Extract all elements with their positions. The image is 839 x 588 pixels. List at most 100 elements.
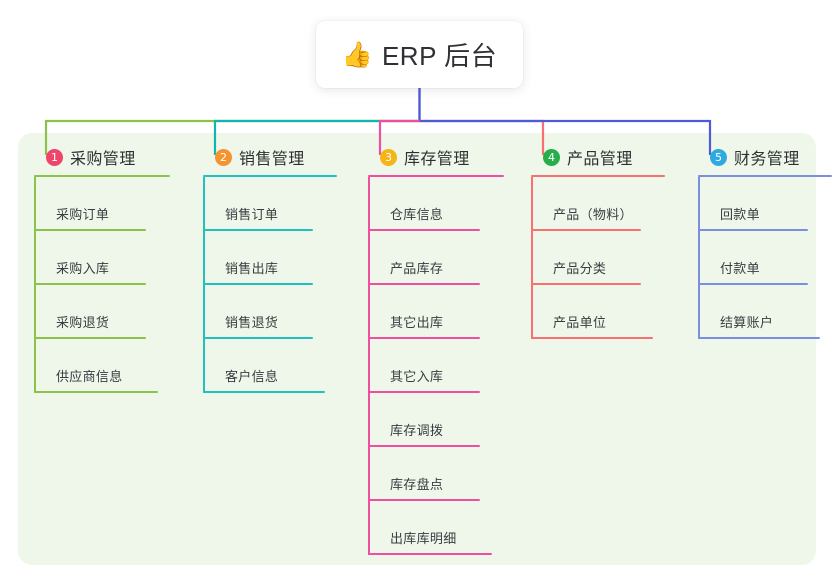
branch-number-badge: 1 bbox=[46, 148, 63, 166]
branch-item-rule bbox=[698, 229, 808, 231]
branch-item[interactable]: 产品库存 bbox=[368, 231, 516, 285]
branch-item-rule bbox=[34, 337, 146, 339]
branch-item-rule bbox=[368, 283, 480, 285]
branch-item-label: 库存盘点 bbox=[390, 477, 444, 492]
branch-item[interactable]: 付款单 bbox=[698, 231, 839, 285]
branch-header-4[interactable]: 4 产品管理 bbox=[531, 146, 679, 168]
branch-item[interactable]: 回款单 bbox=[698, 177, 839, 231]
branch-item-label: 仓库信息 bbox=[390, 207, 444, 222]
branch-item-label: 出库库明细 bbox=[390, 531, 457, 546]
branch-title: 库存管理 bbox=[404, 151, 470, 168]
branch-item[interactable]: 客户信息 bbox=[203, 339, 351, 393]
branch-item[interactable]: 销售订单 bbox=[203, 177, 351, 231]
root-node-erp-backend[interactable]: 👍 ERP 后台 bbox=[316, 21, 523, 88]
branch-item[interactable]: 采购入库 bbox=[34, 231, 182, 285]
branch-item-rule bbox=[531, 229, 641, 231]
branch-header-1[interactable]: 1 采购管理 bbox=[34, 146, 182, 168]
branch-item-rule bbox=[34, 391, 158, 393]
branch-item[interactable]: 其它出库 bbox=[368, 285, 516, 339]
branch-header-rule bbox=[368, 175, 504, 177]
branch-item-rule bbox=[203, 283, 313, 285]
branch-item-rule bbox=[34, 229, 146, 231]
branch-item-label: 客户信息 bbox=[225, 369, 279, 384]
branch-number-badge: 2 bbox=[215, 148, 232, 166]
branch-item-rule bbox=[368, 337, 480, 339]
branch-title: 产品管理 bbox=[567, 151, 633, 168]
branch-item-rule bbox=[368, 553, 492, 555]
branch-header-rule bbox=[203, 175, 337, 177]
branch-column-2: 2 销售管理销售订单销售出库销售退货客户信息 bbox=[203, 146, 351, 393]
branch-item-rule bbox=[203, 337, 313, 339]
branch-item[interactable]: 出库库明细 bbox=[368, 501, 516, 555]
branch-item-rule bbox=[531, 337, 653, 339]
branch-header-rule bbox=[531, 175, 665, 177]
branch-item[interactable]: 结算账户 bbox=[698, 285, 839, 339]
branch-item-rule bbox=[698, 337, 820, 339]
branch-item-label: 产品库存 bbox=[390, 261, 444, 276]
branch-item[interactable]: 库存盘点 bbox=[368, 447, 516, 501]
branch-number-badge: 3 bbox=[380, 148, 397, 166]
branch-item-label: 库存调拨 bbox=[390, 423, 444, 438]
branch-item[interactable]: 采购退货 bbox=[34, 285, 182, 339]
branch-column-1: 1 采购管理采购订单采购入库采购退货供应商信息 bbox=[34, 146, 182, 393]
branch-item-list: 仓库信息产品库存其它出库其它入库库存调拨库存盘点出库库明细 bbox=[368, 177, 516, 555]
branch-item-label: 采购订单 bbox=[56, 207, 110, 222]
branch-item-rule bbox=[368, 499, 480, 501]
branch-item[interactable]: 其它入库 bbox=[368, 339, 516, 393]
branch-item-label: 供应商信息 bbox=[56, 369, 123, 384]
branch-spine bbox=[698, 177, 700, 339]
branch-item-label: 销售退货 bbox=[225, 315, 279, 330]
branch-item-label: 产品（物料） bbox=[553, 207, 633, 222]
branch-column-3: 3 库存管理仓库信息产品库存其它出库其它入库库存调拨库存盘点出库库明细 bbox=[368, 146, 516, 555]
branch-item-rule bbox=[203, 229, 313, 231]
branch-number-badge: 4 bbox=[543, 148, 560, 166]
diagram-background-panel bbox=[18, 133, 816, 565]
branch-column-4: 4 产品管理产品（物料） 产品分类产品单位 bbox=[531, 146, 679, 339]
branch-item[interactable]: 产品（物料） bbox=[531, 177, 679, 231]
branch-item-label: 其它出库 bbox=[390, 315, 444, 330]
branch-item-rule bbox=[531, 283, 641, 285]
branch-item-rule bbox=[34, 283, 146, 285]
branch-header-2[interactable]: 2 销售管理 bbox=[203, 146, 351, 168]
branch-item-rule bbox=[368, 391, 480, 393]
branch-spine bbox=[203, 177, 205, 393]
branch-header-3[interactable]: 3 库存管理 bbox=[368, 146, 516, 168]
branch-item-rule bbox=[698, 283, 808, 285]
branch-item-label: 销售出库 bbox=[225, 261, 279, 276]
branch-item-label: 其它入库 bbox=[390, 369, 444, 384]
branch-item[interactable]: 销售退货 bbox=[203, 285, 351, 339]
branch-number-badge: 5 bbox=[710, 148, 727, 166]
branch-item-label: 产品单位 bbox=[553, 315, 607, 330]
branch-item[interactable]: 供应商信息 bbox=[34, 339, 182, 393]
branch-header-rule bbox=[34, 175, 170, 177]
thumbs-up-icon: 👍 bbox=[341, 41, 373, 69]
branch-item[interactable]: 销售出库 bbox=[203, 231, 351, 285]
branch-item-label: 回款单 bbox=[720, 207, 760, 222]
branch-item[interactable]: 产品单位 bbox=[531, 285, 679, 339]
branch-item[interactable]: 采购订单 bbox=[34, 177, 182, 231]
branch-item[interactable]: 产品分类 bbox=[531, 231, 679, 285]
branch-item-label: 付款单 bbox=[720, 261, 760, 276]
branch-spine bbox=[34, 177, 36, 393]
branch-item-list: 产品（物料） 产品分类产品单位 bbox=[531, 177, 679, 339]
branch-item-rule bbox=[368, 229, 480, 231]
branch-header-rule bbox=[698, 175, 832, 177]
branch-item-label: 产品分类 bbox=[553, 261, 607, 276]
branch-title: 采购管理 bbox=[70, 151, 136, 168]
branch-item-rule bbox=[203, 391, 325, 393]
branch-item-list: 采购订单采购入库采购退货供应商信息 bbox=[34, 177, 182, 393]
root-node-title: ERP 后台 bbox=[381, 41, 498, 71]
branch-spine bbox=[531, 177, 533, 339]
branch-spine bbox=[368, 177, 370, 555]
branch-item[interactable]: 仓库信息 bbox=[368, 177, 516, 231]
branch-item[interactable]: 库存调拨 bbox=[368, 393, 516, 447]
branch-item-rule bbox=[368, 445, 480, 447]
branch-item-label: 结算账户 bbox=[720, 315, 774, 330]
branch-item-list: 销售订单销售出库销售退货客户信息 bbox=[203, 177, 351, 393]
branch-item-list: 回款单付款单结算账户 bbox=[698, 177, 839, 339]
branch-title: 销售管理 bbox=[239, 151, 305, 168]
